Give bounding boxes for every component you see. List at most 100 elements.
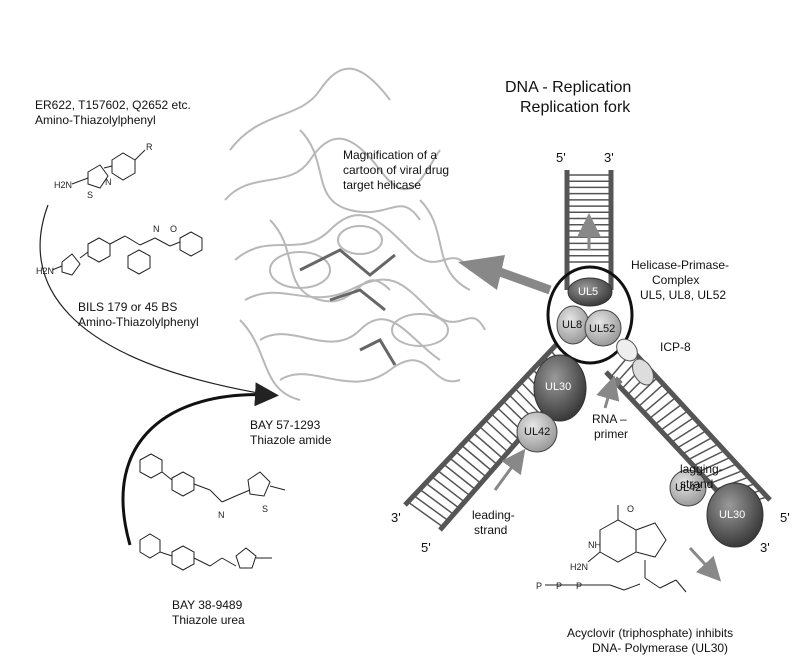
dna-rung (455, 451, 488, 478)
leading-strand-line1: leading- (472, 508, 515, 522)
dna-rung (413, 495, 449, 522)
ul30-left-blob (533, 354, 587, 422)
magnify-arrow-head (458, 255, 505, 290)
lagging-strand-line1: lagging- (680, 462, 723, 476)
helicase-caption-line1: Magnification of a (343, 148, 438, 162)
compound-4-codes: BAY 38-9489 (172, 598, 243, 612)
ul8-label: UL8 (562, 319, 583, 331)
dna-top-duplex (564, 170, 614, 290)
atom-nh-acy: NH (588, 540, 601, 550)
structure-atom-labels: R H2N S N H2N N O N S O NH H2N P P P (36, 142, 634, 591)
primer-arrow (596, 375, 620, 409)
dna-rung (670, 423, 700, 444)
dna-rung (637, 384, 664, 408)
complex-label-line1: Helicase-Primase- (631, 258, 730, 272)
compound-2-class: Amino-Thiazolylphenyl (78, 315, 199, 329)
dna-rung (419, 488, 455, 516)
diagram-title-line2: Replication fork (520, 99, 631, 116)
ul42-left-label: UL42 (524, 426, 551, 438)
dna-rung (653, 404, 682, 426)
end-top-5: 5' (556, 150, 566, 165)
atom-s-3: S (262, 504, 268, 514)
atom-h2n-2: H2N (36, 266, 54, 276)
helicase-cartoon (224, 67, 486, 401)
compound-3-class: Thiazole amide (250, 433, 332, 447)
structure-amino-2 (51, 231, 203, 276)
dna-rung (515, 388, 542, 416)
atom-n-1: N (105, 177, 112, 187)
icp8-oval-2 (632, 358, 654, 386)
dna-rung (665, 417, 694, 438)
atom-n-2: N (153, 224, 160, 234)
compound-1-class: Amino-Thiazolylphenyl (35, 113, 156, 127)
ul30-right-label: UL30 (719, 509, 746, 521)
dna-rung (407, 501, 444, 528)
atom-s-1: S (87, 190, 93, 200)
end-left-3: 3' (391, 510, 401, 525)
atom-h2n-acy: H2N (570, 562, 588, 572)
helicase-caption-line3: target helicase (343, 178, 422, 192)
structure-acyclovir (545, 505, 687, 593)
end-top-3: 3' (604, 150, 614, 165)
dna-rung (642, 390, 670, 414)
dna-rung (681, 437, 713, 455)
atom-o-acy: O (627, 504, 634, 514)
dna-rung (467, 438, 499, 466)
dna-rung (709, 469, 743, 485)
dna-rung (485, 420, 515, 447)
ul30-left-label: UL30 (545, 381, 572, 393)
acyclovir-line2: DNA- Polymerase (UL30) (592, 641, 729, 655)
ul42-left-blob (516, 411, 558, 453)
ul42-right-label: UL42 (675, 482, 702, 494)
icp8-oval-1 (616, 338, 638, 362)
leading-arrow (493, 448, 526, 491)
dna-rung (443, 463, 477, 491)
end-left-5: 5' (421, 540, 431, 555)
compound-2-codes: BILS 179 or 45 BS (78, 300, 178, 314)
complex-label-line2: Complex (652, 273, 700, 287)
compound-arrow-1 (39, 204, 274, 399)
dna-rung (676, 430, 707, 450)
compound-arrow-2 (121, 382, 279, 546)
lagging-strand-line2: strand (680, 477, 714, 491)
rna-primer-line2: primer (594, 427, 629, 441)
dna-top-rungs (567, 174, 611, 263)
structure-bay57 (139, 453, 286, 503)
complex-circle (546, 265, 634, 365)
ul5-label: UL5 (578, 286, 599, 298)
ul52-blob (584, 309, 622, 347)
atom-p2: P (556, 581, 562, 591)
ul5-blob (567, 277, 613, 307)
dna-rung (698, 456, 731, 473)
ul30-right-blob (706, 482, 764, 548)
dna-rung (437, 470, 471, 497)
compound-1-codes: ER622, T157602, Q2652 etc. (35, 98, 191, 112)
structure-amino-1 (71, 149, 146, 189)
compound-3-codes: BAY 57-1293 (250, 418, 321, 432)
atom-p1: P (536, 581, 542, 591)
diagram-title-line1: DNA - Replication (505, 79, 632, 96)
acyclovir-line1: Acyclovir (triphosphate) inhibits (567, 626, 734, 640)
dna-rung (449, 457, 482, 485)
dna-rung (461, 445, 493, 472)
end-right-3: 3' (760, 540, 770, 555)
leading-strand-line2: strand (474, 523, 508, 537)
ul42-right-blob (669, 469, 707, 507)
complex-label-line3: UL5, UL8, UL52 (640, 288, 727, 302)
dna-rung (648, 397, 676, 420)
atom-r: R (146, 142, 153, 152)
atom-n-3: N (218, 510, 225, 520)
dna-rung (703, 463, 737, 479)
atom-o-2: O (170, 224, 177, 234)
dna-rung (479, 426, 510, 454)
helicase-dark-core (299, 248, 397, 366)
dna-rung (431, 476, 466, 503)
helicase-caption-line2: cartoon of viral drug (343, 163, 450, 177)
dna-rung (425, 482, 460, 509)
dna-rung (659, 410, 688, 432)
structure-bay38 (139, 533, 272, 571)
dna-rung (491, 413, 520, 441)
atom-p3: P (576, 581, 582, 591)
rna-primer-line1: RNA – (592, 412, 627, 426)
